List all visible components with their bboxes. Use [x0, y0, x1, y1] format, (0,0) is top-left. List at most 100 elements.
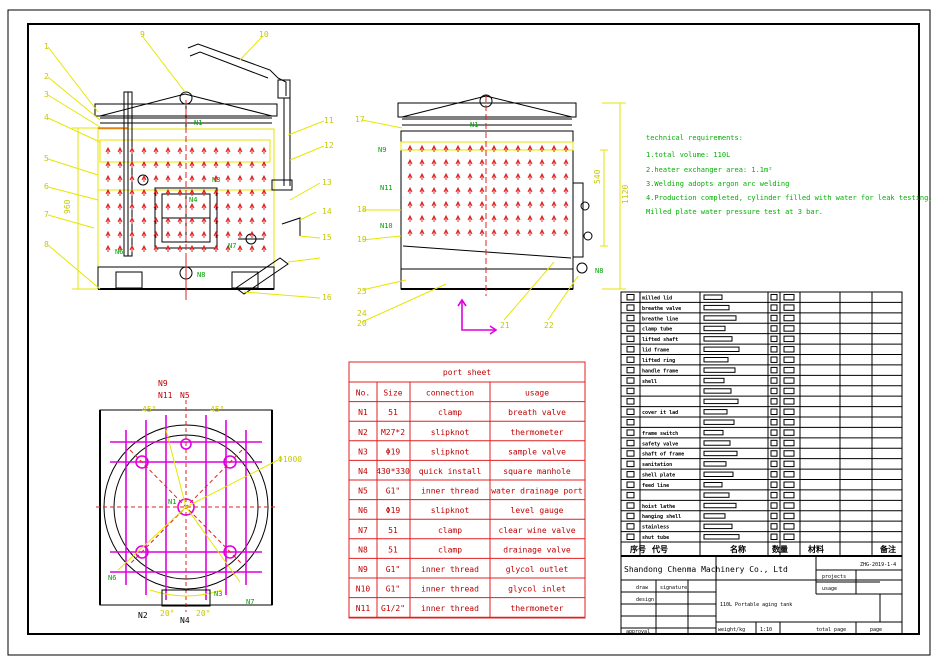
port-sheet-cell: slipknot [431, 428, 470, 437]
heating-arrow [153, 216, 159, 224]
port-sheet-cell: N3 [358, 447, 368, 456]
heating-arrow [551, 228, 557, 236]
side-nozzle-n1: N1 [470, 121, 478, 129]
heating-arrow [491, 144, 497, 152]
heating-arrow [455, 186, 461, 194]
front-nozzle-n7: N7 [228, 242, 236, 250]
heating-arrow [189, 160, 195, 168]
heating-arrow [455, 158, 461, 166]
front-part-6: 6 [44, 182, 49, 191]
heating-arrow [539, 200, 545, 208]
parts-list-item: shut tube [642, 535, 669, 541]
tech-line-5: Milled plate water pressure test at 3 ba… [646, 208, 823, 216]
parts-list-item: safety valve [642, 441, 678, 447]
heating-arrow [407, 186, 413, 194]
plan-angle-2: 45° [210, 405, 224, 414]
heating-arrow [177, 244, 183, 252]
heating-arrow [539, 228, 545, 236]
port-sheet-title: port sheet [443, 368, 491, 377]
heating-arrow [225, 146, 231, 154]
heating-arrow [225, 244, 231, 252]
port-sheet-cell: N11 [356, 604, 371, 613]
heating-arrow [141, 202, 147, 210]
heating-arrow [117, 244, 123, 252]
front-part-7: 7 [44, 210, 49, 219]
heating-arrow [129, 216, 135, 224]
heating-arrow [515, 200, 521, 208]
heating-arrow [467, 172, 473, 180]
heating-arrow [213, 244, 219, 252]
heating-arrow [527, 214, 533, 222]
heating-arrow [527, 200, 533, 208]
front-view: 960 1 2 3 4 5 6 7 8 [44, 30, 334, 302]
tech-heading: technical requirements: [646, 134, 743, 142]
heating-arrow [105, 146, 111, 154]
tech-line-1: 1.total volume: 110L [646, 151, 730, 159]
plan-nozzle-n9: N9 [158, 379, 168, 388]
heating-arrow [551, 214, 557, 222]
heating-arrow [201, 146, 207, 154]
heating-arrow [407, 214, 413, 222]
front-part-13: 13 [322, 178, 332, 187]
parts-list-item: cover it lad [642, 410, 678, 416]
heating-arrow [491, 186, 497, 194]
port-sheet-cell: thermometer [511, 428, 564, 437]
total-pages-label: total page [816, 627, 846, 633]
heating-arrow [479, 158, 485, 166]
heating-arrow [467, 186, 473, 194]
heating-arrow [407, 200, 413, 208]
heating-arrow [419, 186, 425, 194]
port-sheet-cell: water drainage port [491, 487, 583, 496]
heating-arrow [443, 158, 449, 166]
heating-arrow [165, 174, 171, 182]
heating-arrow [467, 228, 473, 236]
port-sheet-cell: slipknot [431, 447, 470, 456]
heating-arrow [165, 188, 171, 196]
port-sheet-cell: breath valve [508, 408, 566, 417]
heating-arrow [443, 200, 449, 208]
heating-arrow [213, 202, 219, 210]
parts-list-item: breathe line [642, 316, 678, 322]
tech-line-3: 3.Welding adopts argon arc welding [646, 180, 789, 188]
heating-arrow [527, 172, 533, 180]
heating-arrow [551, 144, 557, 152]
scale-label: 1:10 [760, 627, 772, 633]
heating-arrow [249, 188, 255, 196]
heating-arrow [225, 202, 231, 210]
heating-arrow [479, 200, 485, 208]
heating-arrow [431, 214, 437, 222]
heating-arrow [503, 186, 509, 194]
heating-arrow [503, 214, 509, 222]
heating-arrow [419, 144, 425, 152]
heating-arrow [177, 146, 183, 154]
heating-arrow [467, 200, 473, 208]
heating-arrow [443, 144, 449, 152]
plan-nozzle-n7: N7 [246, 598, 254, 606]
heating-arrow [189, 174, 195, 182]
front-nozzle-n6: N6 [115, 248, 123, 256]
heating-arrow [225, 230, 231, 238]
port-sheet-cell: 430*330 [376, 467, 410, 476]
heating-arrow [165, 160, 171, 168]
port-sheet-cell: inner thread [421, 565, 479, 574]
heating-arrow [431, 228, 437, 236]
page-label: page [870, 627, 882, 633]
heating-arrow [261, 174, 267, 182]
front-part-11: 11 [324, 116, 334, 125]
front-nozzle-n1: N1 [194, 119, 202, 127]
heating-arrow [443, 228, 449, 236]
heating-arrow [153, 146, 159, 154]
heating-arrow [467, 158, 473, 166]
parts-list-item: hoist lathe [642, 504, 675, 510]
heating-arrow [129, 146, 135, 154]
front-part-14: 14 [322, 207, 332, 216]
heating-arrow [129, 188, 135, 196]
port-sheet-header: No. [356, 389, 370, 398]
heating-arrow [563, 186, 569, 194]
port-sheet-cell: N7 [358, 526, 368, 535]
side-part-23: 23 [357, 287, 367, 296]
heating-arrow [141, 160, 147, 168]
heating-arrow [117, 146, 123, 154]
parts-list-item: shell plate [642, 473, 675, 479]
heating-arrow [249, 160, 255, 168]
